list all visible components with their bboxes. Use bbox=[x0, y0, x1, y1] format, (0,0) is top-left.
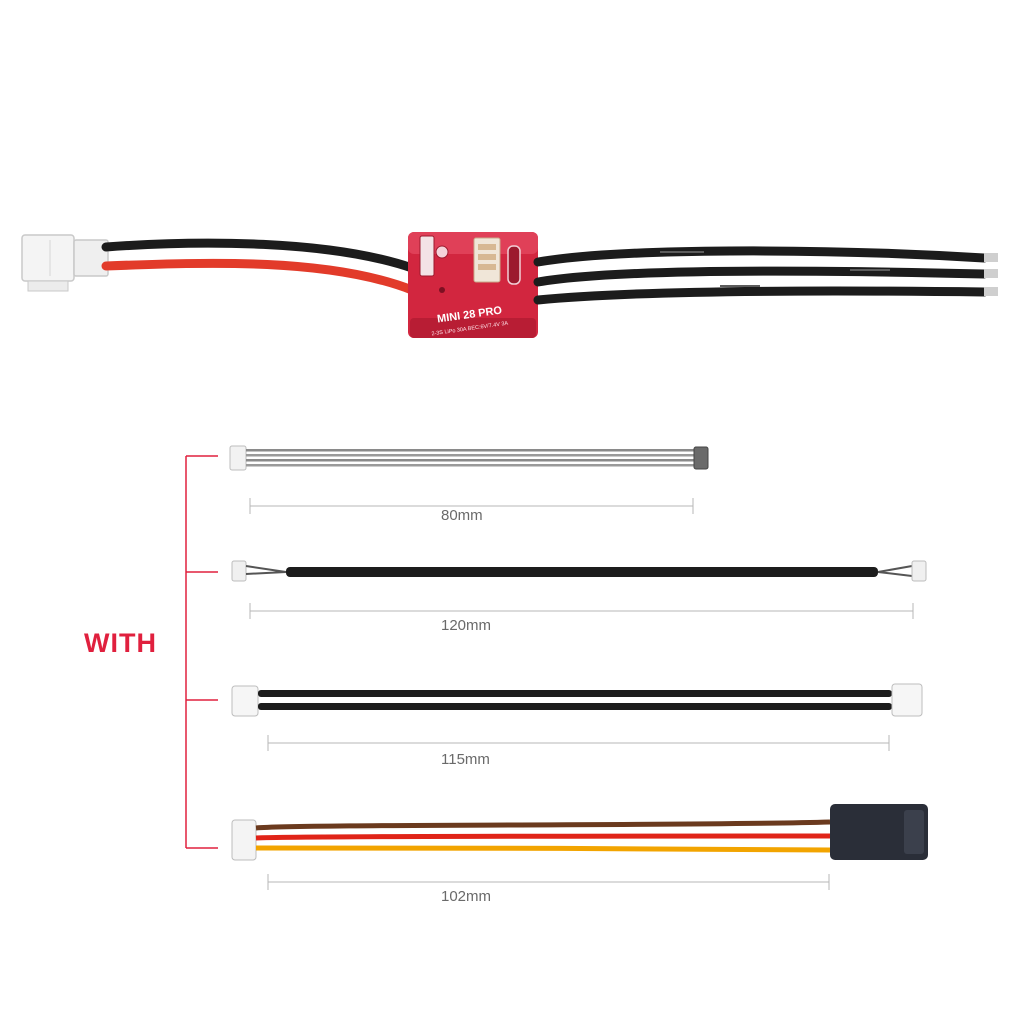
length-label-120mm: 120mm bbox=[441, 617, 492, 634]
cable-102mm bbox=[231, 804, 928, 861]
cable-120mm bbox=[231, 560, 927, 582]
battery-connector bbox=[21, 234, 109, 292]
esc-body: MINI 28 PRO 2-3S LiPo 30A BEC:6V/7.4V 3A bbox=[408, 232, 538, 338]
battery-wire-red bbox=[101, 258, 417, 295]
battery-wire-black bbox=[101, 238, 417, 273]
length-label-115mm: 115mm bbox=[441, 751, 490, 768]
length-label-102mm: 102mm bbox=[441, 888, 492, 905]
dimension-line-80mm bbox=[249, 498, 694, 514]
dimension-line-120mm bbox=[249, 603, 914, 619]
length-label-80mm: 80mm bbox=[441, 507, 483, 524]
motor-wires bbox=[533, 246, 998, 305]
accessory-bracket bbox=[185, 455, 218, 849]
dimension-line-115mm bbox=[267, 735, 890, 751]
cable-115mm bbox=[231, 683, 923, 717]
dimension-line-102mm bbox=[267, 874, 830, 890]
esc-assembly: MINI 28 PRO 2-3S LiPo 30A BEC:6V/7.4V 3A bbox=[21, 232, 998, 338]
cable-80mm bbox=[229, 445, 709, 471]
with-label: WITH bbox=[84, 628, 157, 658]
